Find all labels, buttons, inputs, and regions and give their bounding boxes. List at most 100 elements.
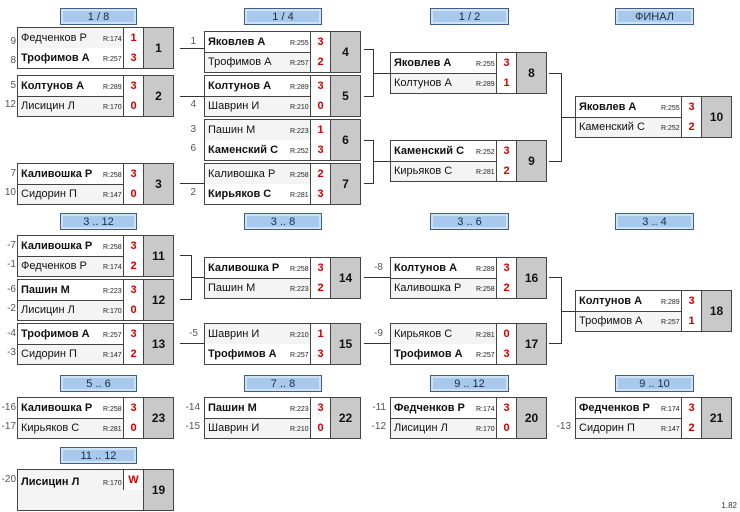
player-row[interactable]: Пашин М R:223 2: [205, 278, 330, 298]
player-row[interactable]: Каливошка Р R:258 3: [205, 258, 330, 279]
match-11: Каливошка Р R:258 3 Федченков Р R:174 2 …: [17, 235, 174, 277]
player-row[interactable]: Шаврин И R:210 0: [205, 96, 330, 116]
match-18: Колтунов А R:289 3 Трофимов А R:257 1 18: [575, 290, 732, 332]
player-row[interactable]: Федченков Р R:174 3: [391, 398, 516, 419]
player-row[interactable]: Трофимов А R:257 3: [205, 344, 330, 364]
match-number: 22: [330, 397, 361, 439]
header-round-1-2: 1 / 2: [430, 8, 509, 25]
match-box: Пашин М R:223 3 Лисицин Л R:170 0: [17, 279, 144, 321]
player-row[interactable]: Яковлев А R:255 3: [205, 32, 330, 53]
player-row[interactable]: Каменский С R:252 2: [576, 117, 701, 137]
player-row[interactable]: Пашин М R:223 1: [205, 120, 330, 141]
player-row[interactable]: Трофимов А R:257 3: [391, 344, 516, 364]
player-name: Трофимов А: [579, 315, 643, 327]
header-11-12: 11 .. 12: [60, 447, 137, 464]
player-score: 1: [310, 120, 330, 140]
match-box: Колтунов А R:289 3 Трофимов А R:257 1: [575, 290, 702, 332]
player-name: Яковлев А: [579, 101, 637, 113]
match-number: 11: [143, 235, 174, 277]
player-row[interactable]: Федченков Р R:174 3: [576, 398, 701, 419]
player-score: 0: [123, 418, 143, 438]
header-5-6: 5 .. 6: [60, 375, 137, 392]
player-row[interactable]: Каменский С R:252 3: [391, 141, 516, 162]
match-box: Яковлев А R:255 3 Трофимов А R:257 2: [204, 31, 331, 73]
player-rating: R:257: [476, 352, 495, 359]
player-row[interactable]: Каливошка Р R:258 2: [205, 164, 330, 185]
player-name: Сидорин П: [21, 348, 77, 360]
match-23: Каливошка Р R:258 3 Кирьяков С R:281 0 2…: [17, 397, 174, 439]
player-row[interactable]: Пашин М R:223 3: [18, 280, 143, 301]
player-rating: R:223: [103, 288, 122, 295]
player-row[interactable]: Лисицин Л R:170 0: [18, 96, 143, 116]
player-row[interactable]: Колтунов А R:289 3: [576, 291, 701, 312]
player-rating: R:258: [103, 406, 122, 413]
player-rating: R:174: [661, 406, 680, 413]
player-rating: R:257: [103, 332, 122, 339]
header-9-10: 9 .. 10: [615, 375, 694, 392]
player-rating: R:281: [476, 169, 495, 176]
player-row[interactable]: Каливошка Р R:258 3: [18, 398, 143, 419]
player-name: Колтунов А: [21, 80, 85, 92]
player-row[interactable]: Колтунов А R:289 3: [18, 76, 143, 97]
player-score: 3: [310, 344, 330, 364]
player-rating: R:210: [290, 104, 309, 111]
player-row[interactable]: Шаврин И R:210 1: [205, 324, 330, 345]
player-row[interactable]: Лисицин Л R:170 0: [391, 418, 516, 438]
player-name: Яковлев А: [208, 36, 266, 48]
seed-number: -14: [185, 402, 200, 413]
player-row[interactable]: Трофимов А R:257 3: [18, 48, 143, 68]
player-score: 0: [123, 96, 143, 116]
player-row[interactable]: Федченков Р R:174 1: [18, 28, 143, 49]
player-row[interactable]: Кирьяков С R:281 3: [205, 184, 330, 204]
player-name: Трофимов А: [394, 348, 463, 360]
player-row[interactable]: Кирьяков С R:281 2: [391, 161, 516, 181]
player-row[interactable]: Сидорин П R:147 0: [18, 184, 143, 204]
player-row[interactable]: Колтунов А R:289 1: [391, 73, 516, 93]
player-rating: R:170: [103, 480, 122, 487]
player-row[interactable]: Кирьяков С R:281 0: [18, 418, 143, 438]
player-row[interactable]: Колтунов А R:289 3: [391, 258, 516, 279]
player-row[interactable]: Трофимов А R:257 3: [18, 324, 143, 345]
match-16: Колтунов А R:289 3 Каливошка Р R:258 2 1…: [390, 257, 547, 299]
match-1: Федченков Р R:174 1 Трофимов А R:257 3 1: [17, 27, 174, 69]
player-name: Сидорин П: [579, 422, 635, 434]
player-row[interactable]: Сидорин П R:147 2: [576, 418, 701, 438]
player-name: Кирьяков С: [394, 165, 453, 177]
player-row[interactable]: Шаврин И R:210 0: [205, 418, 330, 438]
match-number: 4: [330, 31, 361, 73]
connector: [364, 96, 374, 97]
player-name: Трофимов А: [21, 52, 90, 64]
player-rating: R:258: [103, 244, 122, 251]
player-row[interactable]: Колтунов А R:289 3: [205, 76, 330, 97]
player-row[interactable]: Федченков Р R:174 2: [18, 256, 143, 276]
match-number: 13: [143, 323, 174, 365]
player-row[interactable]: Яковлев А R:255 3: [576, 97, 701, 118]
player-rating: R:289: [290, 84, 309, 91]
player-score: 2: [310, 52, 330, 72]
player-score: 3: [123, 280, 143, 300]
player-row[interactable]: Каливошка Р R:258 3: [18, 164, 143, 185]
match-box: Федченков Р R:174 3 Сидорин П R:147 2: [575, 397, 702, 439]
player-rating: R:170: [476, 426, 495, 433]
player-row[interactable]: Каливошка Р R:258 3: [18, 236, 143, 257]
match-22: Пашин М R:223 3 Шаврин И R:210 0 22: [204, 397, 361, 439]
player-score: 0: [123, 300, 143, 320]
player-row[interactable]: Кирьяков С R:281 0: [391, 324, 516, 345]
player-name: Шаврин И: [208, 422, 260, 434]
player-row[interactable]: Лисицин Л R:170 0: [18, 300, 143, 320]
player-row[interactable]: Каливошка Р R:258 2: [391, 278, 516, 298]
player-row[interactable]: Яковлев А R:255 3: [391, 53, 516, 74]
player-row[interactable]: Сидорин П R:147 2: [18, 344, 143, 364]
player-row[interactable]: Лисицин Л R:170 W: [18, 470, 143, 512]
connector: [549, 161, 562, 162]
player-name: Каливошка Р: [21, 240, 93, 252]
player-name: Пашин М: [208, 124, 256, 136]
player-row[interactable]: Трофимов А R:257 1: [576, 311, 701, 331]
player-rating: R:174: [476, 406, 495, 413]
seed-number: 9: [10, 36, 16, 47]
player-row[interactable]: Пашин М R:223 3: [205, 398, 330, 419]
player-row[interactable]: Трофимов А R:257 2: [205, 52, 330, 72]
player-name: Шаврин И: [208, 328, 260, 340]
player-row[interactable]: Каменский С R:252 3: [205, 140, 330, 160]
connector: [364, 49, 374, 50]
